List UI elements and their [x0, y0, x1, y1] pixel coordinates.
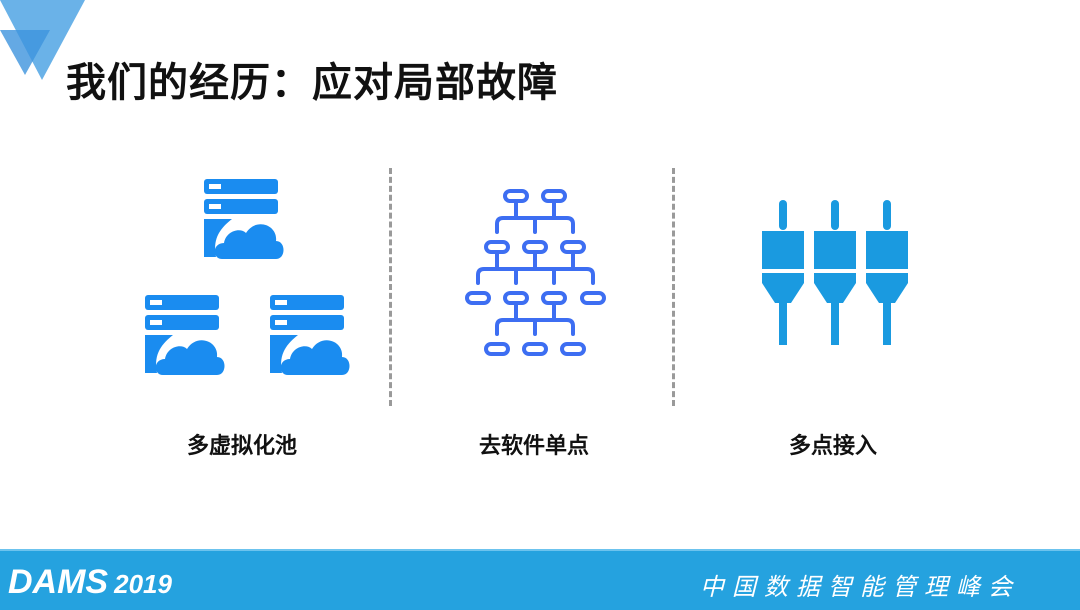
conference-name: 中国数据智能管理峰会: [700, 573, 1020, 601]
item-label-multi-access: 多点接入: [788, 434, 877, 459]
item-label-virtualization-pools: 多虚拟化池: [186, 434, 297, 459]
brand-year: 2019: [114, 569, 172, 599]
plug-icon: [762, 200, 908, 345]
page-title: 我们的经历：应对局部故障: [66, 60, 558, 106]
hierarchy-icon: [465, 189, 606, 356]
server-cloud-icon: [145, 179, 350, 375]
divider: [389, 168, 392, 406]
item-label-no-single-point: 去软件单点: [478, 434, 589, 459]
divider: [672, 168, 675, 406]
brand-name: DAMS: [8, 563, 109, 601]
logo-triangles-icon: [0, 0, 85, 80]
